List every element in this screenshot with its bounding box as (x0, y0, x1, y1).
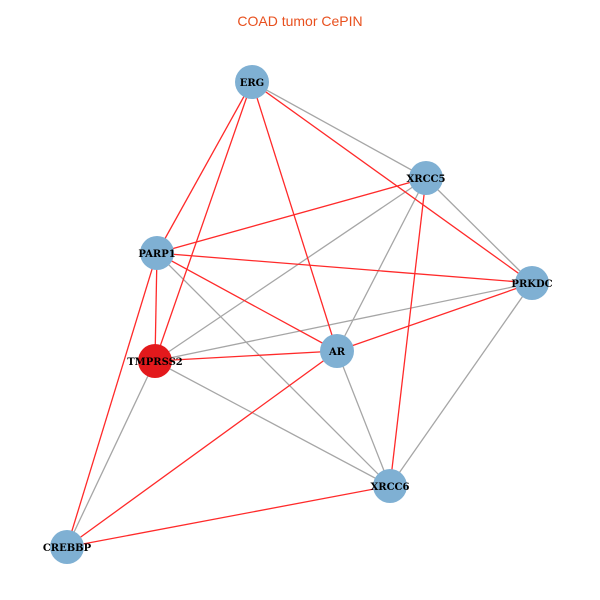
node-label: AR (328, 347, 346, 358)
node-circle (140, 236, 174, 270)
diagram-title: COAD tumor CePIN (237, 13, 363, 29)
node-label: XRCC6 (371, 482, 410, 493)
edge-tmprss2-xrcc6 (154, 360, 391, 487)
node-label: PRKDC (511, 279, 552, 290)
edge-ar-xrcc6 (336, 350, 391, 487)
node-ar[interactable]: AR (320, 334, 354, 368)
edge-erg-parp1 (156, 81, 253, 254)
node-erg[interactable]: ERG (235, 65, 269, 99)
edge-erg-xrcc5 (251, 81, 427, 179)
edge-xrcc5-xrcc6 (389, 177, 427, 487)
edge-parp1-tmprss2 (154, 252, 158, 362)
edge-prkdc-tmprss2 (154, 282, 533, 362)
node-label: PARP1 (138, 249, 175, 260)
edge-xrcc5-prkdc (425, 177, 533, 284)
edge-parp1-ar (156, 252, 338, 352)
edge-xrcc5-tmprss2 (154, 177, 427, 362)
edge-tmprss2-crebbp (66, 360, 156, 548)
node-circle (409, 161, 443, 195)
edge-parp1-xrcc5 (156, 177, 427, 254)
node-circle (50, 530, 84, 564)
edge-parp1-prkdc (156, 252, 533, 284)
node-xrcc5[interactable]: XRCC5 (407, 161, 446, 195)
edge-parp1-crebbp (66, 252, 158, 548)
node-circle (373, 469, 407, 503)
edge-erg-prkdc (251, 81, 533, 284)
edge-ar-prkdc (336, 282, 533, 352)
node-circle (320, 334, 354, 368)
node-label: TMPRSS2 (127, 357, 183, 368)
node-tmprss2[interactable]: TMPRSS2 (127, 344, 183, 378)
node-xrcc6[interactable]: XRCC6 (371, 469, 410, 503)
edge-parp1-xrcc6 (156, 252, 391, 487)
edge-xrcc5-ar (336, 177, 427, 352)
node-prkdc[interactable]: PRKDC (511, 266, 553, 300)
edge-ar-crebbp (66, 350, 338, 548)
edge-prkdc-xrcc6 (389, 282, 533, 487)
edge-erg-ar (251, 81, 338, 352)
node-label: ERG (240, 78, 264, 89)
node-circle (515, 266, 549, 300)
edge-erg-tmprss2 (154, 81, 253, 362)
node-label: XRCC5 (407, 174, 446, 185)
node-circle (138, 344, 172, 378)
edge-xrcc6-crebbp (66, 485, 391, 548)
node-parp1[interactable]: PARP1 (138, 236, 176, 270)
node-label: CREBBP (43, 543, 92, 554)
node-crebbp[interactable]: CREBBP (43, 530, 92, 564)
node-circle (235, 65, 269, 99)
edge-tmprss2-ar (154, 350, 338, 362)
